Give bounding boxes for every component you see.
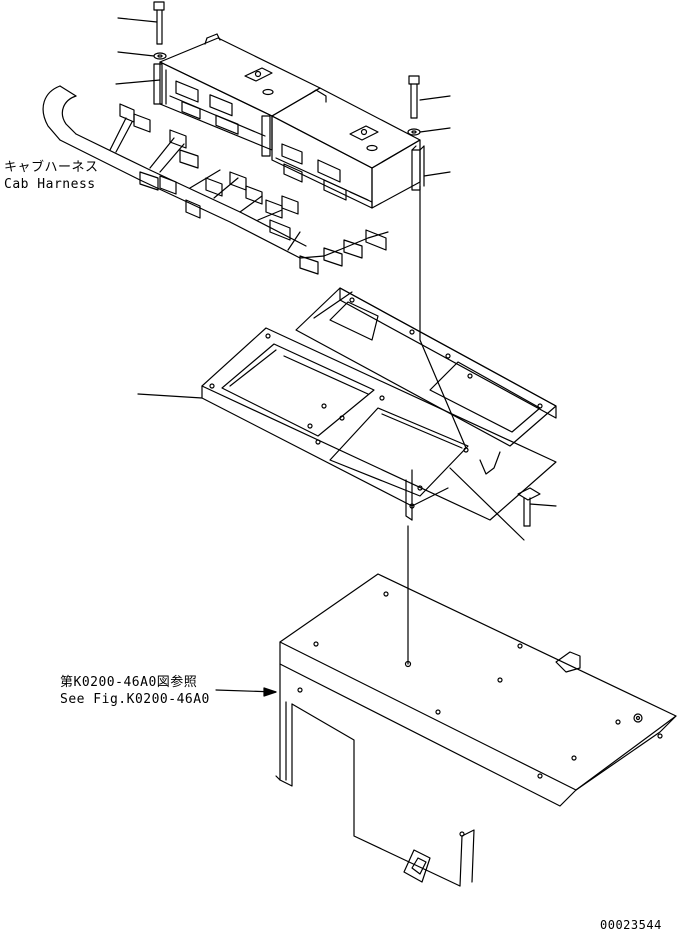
cab-harness-label-jp: キャブハーネス bbox=[4, 160, 99, 175]
bolt-upper-right bbox=[409, 76, 419, 118]
reference-label-jp: 第K0200-46A0図参照 bbox=[60, 675, 198, 690]
washer-upper-left bbox=[154, 53, 166, 59]
washer-upper-right bbox=[408, 129, 420, 135]
drawing-number: 00023544 bbox=[600, 918, 662, 932]
assembly-lines bbox=[408, 186, 466, 664]
reference-arrow bbox=[216, 688, 276, 696]
reference-label-en: See Fig.K0200-46A0 bbox=[60, 692, 210, 707]
leader-lines-top-right bbox=[420, 96, 450, 176]
leader-lines-top-left bbox=[116, 18, 160, 84]
base-frame bbox=[276, 574, 676, 886]
controller-unit-left bbox=[154, 34, 320, 156]
bolt-side bbox=[518, 488, 556, 526]
leader-line-bracket bbox=[138, 394, 202, 398]
bolt-upper-left bbox=[154, 2, 164, 44]
cab-harness bbox=[43, 86, 388, 274]
mount-bracket bbox=[202, 288, 556, 520]
assembly-line-side-bolt bbox=[450, 468, 524, 540]
cab-harness-label-en: Cab Harness bbox=[4, 177, 96, 192]
controller-unit-right bbox=[272, 88, 424, 208]
